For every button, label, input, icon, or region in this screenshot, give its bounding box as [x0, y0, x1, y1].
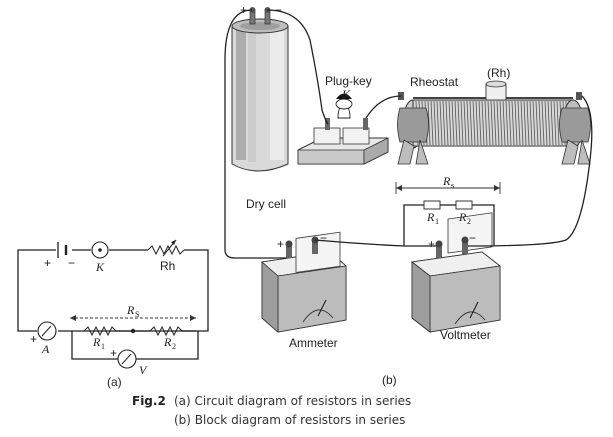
- coil-winding: [439, 100, 443, 146]
- coil-winding: [454, 100, 458, 146]
- coil-winding: [544, 100, 548, 146]
- coil-winding: [460, 100, 464, 146]
- coil-winding: [442, 100, 446, 146]
- rheostat-symbol: (Rh): [487, 66, 510, 80]
- circuit-diagram: [17, 239, 209, 369]
- r2-label: R: [458, 210, 467, 224]
- cell-plus-sign: +: [240, 3, 247, 17]
- circuit-key-label: K: [95, 260, 105, 274]
- coil-winding: [433, 100, 437, 146]
- dry-cell: [231, 7, 289, 172]
- coil-winding: [448, 100, 452, 146]
- panel-a-tag: (a): [107, 375, 122, 389]
- r2-subscript: 2: [467, 217, 471, 226]
- coil-winding: [487, 100, 491, 146]
- coil-winding: [553, 100, 557, 146]
- circuit-plus-sign: +: [44, 256, 51, 270]
- circuit-voltmeter-label: V: [139, 363, 148, 377]
- rs-label: R: [442, 174, 451, 188]
- coil-winding: [538, 100, 542, 146]
- circuit-minus-sign: −: [68, 256, 75, 270]
- coil-winding: [445, 100, 449, 146]
- voltmeter-label: Voltmeter: [440, 328, 491, 342]
- panel-b-tag: (b): [382, 373, 397, 387]
- coil-winding: [541, 100, 545, 146]
- coil-winding: [535, 100, 539, 146]
- circuit-r2-subscript: 2: [172, 342, 176, 351]
- coil-winding: [505, 100, 509, 146]
- coil-winding: [514, 100, 518, 146]
- coil-winding: [532, 100, 536, 146]
- figure-number: Fig.2: [132, 394, 166, 408]
- dry-cell-label: Dry cell: [246, 197, 286, 211]
- circuit-rs-label: R: [126, 303, 135, 317]
- circuit-ammeter-plus: +: [30, 332, 37, 346]
- coil-winding: [430, 100, 434, 146]
- voltmeter: [411, 212, 501, 333]
- coil-winding: [502, 100, 506, 146]
- coil-winding: [457, 100, 461, 146]
- coil-winding: [463, 100, 467, 146]
- coil-winding: [436, 100, 440, 146]
- r1-label: R: [426, 210, 435, 224]
- coil-winding: [484, 100, 488, 146]
- coil-winding: [499, 100, 503, 146]
- rheostat: [397, 80, 591, 165]
- plug-key-symbol: K: [341, 87, 351, 101]
- coil-winding: [496, 100, 500, 146]
- coil-winding: [466, 100, 470, 146]
- coil-winding: [481, 100, 485, 146]
- plug-key: [297, 93, 389, 165]
- circuit-ammeter-label: A: [41, 342, 50, 356]
- apparatus-wiring: [224, 9, 593, 259]
- caption-line-1: (a) Circuit diagram of resistors in seri…: [174, 394, 411, 408]
- series-resistors: [395, 182, 501, 246]
- circuit-rs-subscript: S: [135, 310, 139, 319]
- circuit-voltmeter-plus: +: [110, 346, 117, 360]
- circuit-r1-label: R: [92, 335, 101, 349]
- coil-winding: [451, 100, 455, 146]
- cell-minus-sign: −: [275, 3, 282, 17]
- coil-winding: [478, 100, 482, 146]
- circuit-r2-label: R: [163, 335, 172, 349]
- coil-winding: [493, 100, 497, 146]
- coil-winding: [556, 100, 560, 146]
- coil-winding: [475, 100, 479, 146]
- coil-winding: [520, 100, 524, 146]
- voltmeter-minus-sign: −: [469, 231, 476, 245]
- ammeter-minus-sign: −: [320, 231, 327, 245]
- r1-subscript: 1: [435, 217, 439, 226]
- rs-subscript: s: [451, 181, 454, 190]
- ammeter-plus-sign: +: [277, 237, 284, 251]
- coil-winding: [508, 100, 512, 146]
- plug-key-label: Plug-key: [325, 74, 372, 88]
- coil-winding: [469, 100, 473, 146]
- circuit-r1-subscript: 1: [101, 342, 105, 351]
- coil-winding: [490, 100, 494, 146]
- ammeter-label: Ammeter: [289, 336, 338, 350]
- coil-winding: [550, 100, 554, 146]
- caption-line-2: (b) Block diagram of resistors in series: [174, 413, 405, 427]
- coil-winding: [472, 100, 476, 146]
- coil-winding: [523, 100, 527, 146]
- coil-winding: [529, 100, 533, 146]
- coil-winding: [427, 100, 431, 146]
- ammeter: [261, 231, 347, 333]
- voltmeter-plus-sign: +: [428, 237, 435, 251]
- circuit-rheostat-label: Rh: [160, 259, 175, 273]
- coil-winding: [517, 100, 521, 146]
- coil-winding: [547, 100, 551, 146]
- rheostat-label: Rheostat: [410, 75, 459, 89]
- coil-winding: [511, 100, 515, 146]
- coil-winding: [526, 100, 530, 146]
